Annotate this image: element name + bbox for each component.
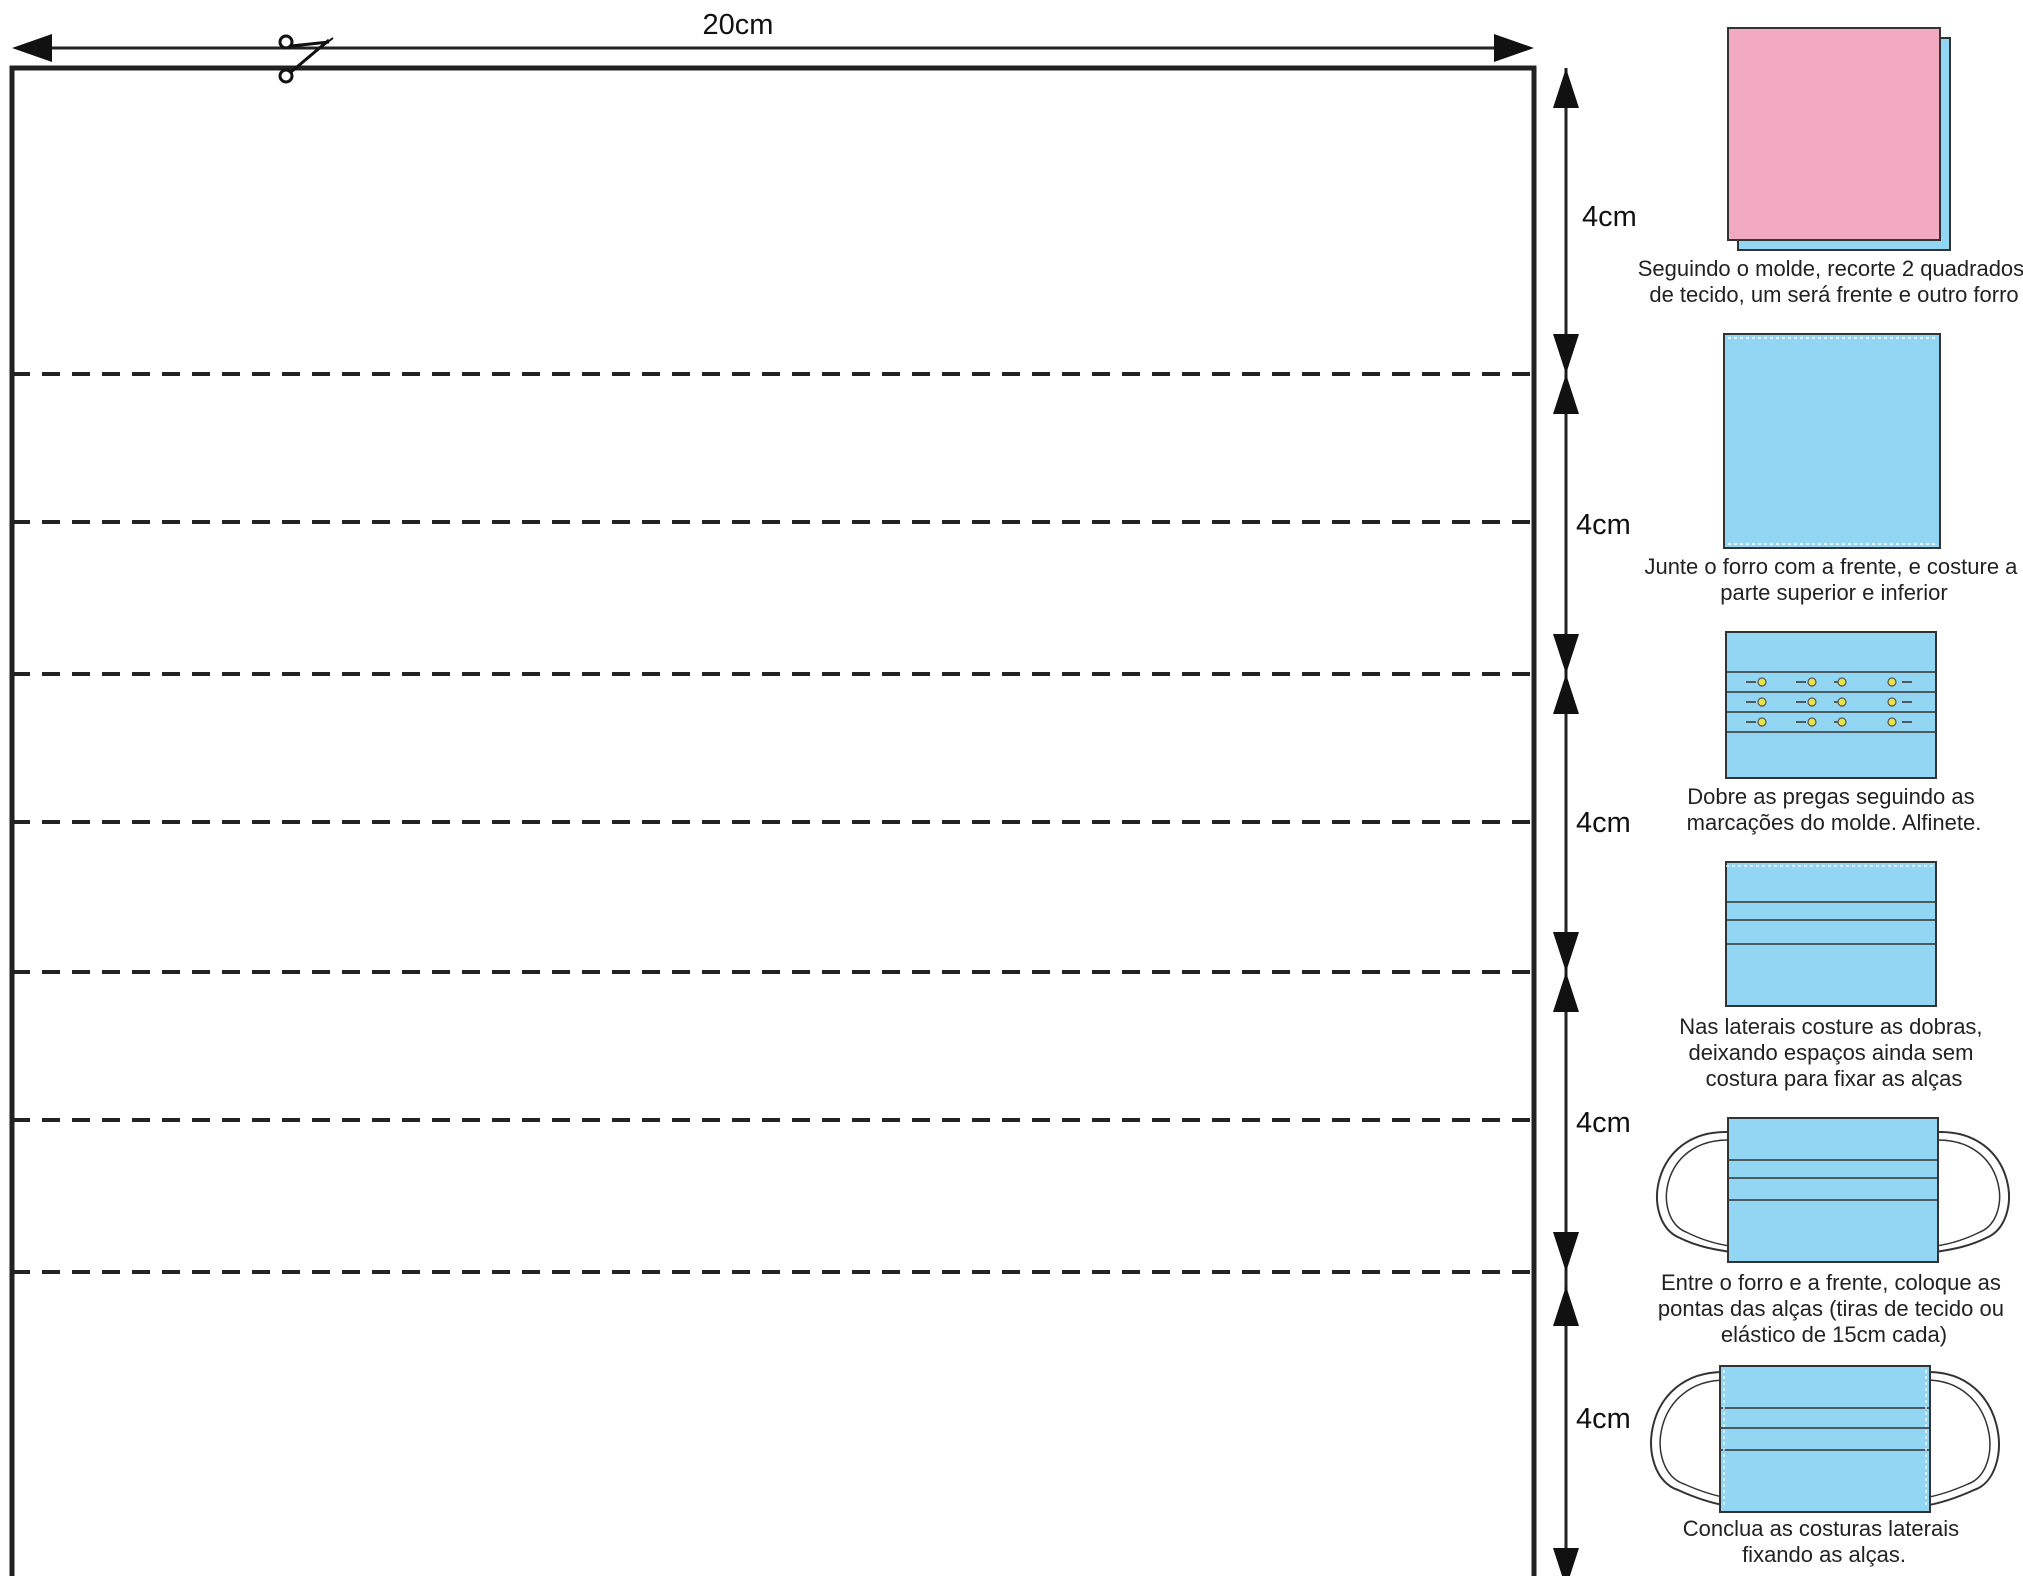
section-label: 4cm	[1576, 807, 1631, 839]
scissors-icon	[278, 34, 334, 84]
section-arrows	[1553, 68, 1579, 1581]
step-4-illustration	[1725, 861, 1937, 1007]
step-3-caption: Dobre as pregas seguindo as marcações do…	[1687, 784, 1982, 835]
section-label: 4cm	[1576, 509, 1631, 541]
step-6-caption: Conclua as costuras laterais fixando as …	[1683, 1516, 1965, 1567]
section-labels: 4cm 4cm 4cm 4cm 4cm	[1576, 201, 1637, 1435]
width-arrow-left	[12, 34, 52, 62]
width-dimension: 20cm	[12, 9, 1534, 62]
section-label: 4cm	[1582, 201, 1637, 233]
step-6-illustration	[1650, 1365, 2000, 1513]
step-5-caption: Entre o forro e a frente, coloque as pon…	[1658, 1270, 2010, 1347]
step-3-illustration	[1725, 631, 1937, 779]
step-5-illustration	[1656, 1117, 2010, 1263]
width-arrow-right	[1494, 34, 1534, 62]
step-1-illustration	[1727, 27, 1951, 251]
fold-lines	[12, 372, 1534, 1274]
section-label: 4cm	[1576, 1107, 1631, 1139]
step-2-illustration	[1723, 333, 1941, 549]
pattern-outline	[9, 65, 1537, 1581]
step-4-caption: Nas laterais costure as dobras, deixando…	[1679, 1014, 1988, 1091]
step-2-caption: Junte o forro com a frente, e costure a …	[1644, 554, 2023, 605]
pins	[1746, 677, 1912, 727]
step-1-caption: Seguindo o molde, recorte 2 quadrados de…	[1638, 256, 2023, 307]
width-label: 20cm	[703, 9, 774, 41]
section-label: 4cm	[1576, 1403, 1631, 1435]
